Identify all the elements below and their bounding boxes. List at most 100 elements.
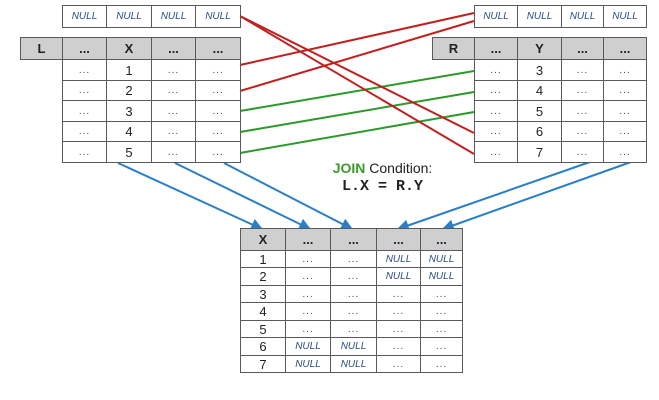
result-table-cell: ... xyxy=(330,267,377,286)
right-table-cell: 3 xyxy=(517,59,562,81)
result-table-cell: NULL xyxy=(420,267,463,286)
left-table-cell: 3 xyxy=(106,100,152,122)
right-header-cell: ... xyxy=(474,37,518,60)
left-table-cell: 2 xyxy=(106,80,152,101)
left-null-cell: NULL xyxy=(106,5,152,28)
left-table-cell: ... xyxy=(151,121,196,142)
result-table-cell: ... xyxy=(420,285,463,303)
result-header-cell: ... xyxy=(420,228,463,251)
projection-arrow xyxy=(174,162,312,230)
left-table-cell: 5 xyxy=(106,141,152,163)
result-table-cell: ... xyxy=(330,250,377,268)
result-table-cell: 7 xyxy=(240,355,286,373)
result-table-cell: 2 xyxy=(240,267,286,286)
result-table-cell: NULL xyxy=(285,355,331,373)
result-table-cell: ... xyxy=(376,337,421,356)
result-table-cell: ... xyxy=(376,302,421,321)
left-table-cell: ... xyxy=(195,100,241,122)
right-table-cell: ... xyxy=(603,59,647,81)
right-table-cell: ... xyxy=(603,121,647,142)
result-table-cell: ... xyxy=(376,320,421,338)
projection-arrow xyxy=(441,161,632,232)
right-table-cell: 6 xyxy=(517,121,562,142)
result-header-cell: ... xyxy=(285,228,331,251)
left-unmatched-link xyxy=(239,12,475,66)
result-table-cell: NULL xyxy=(376,267,421,286)
right-table-cell: ... xyxy=(603,100,647,122)
left-table-cell: ... xyxy=(195,121,241,142)
left-unmatched-link xyxy=(239,20,475,92)
right-header-cell: ... xyxy=(603,37,647,60)
result-table-cell: 3 xyxy=(240,285,286,303)
left-table-cell: ... xyxy=(195,59,241,81)
result-table-cell: ... xyxy=(420,355,463,373)
right-table-cell: ... xyxy=(561,59,604,81)
right-table-cell: 4 xyxy=(517,80,562,101)
projection-arrow xyxy=(117,162,264,230)
matched-link xyxy=(239,91,475,133)
right-table-cell: ... xyxy=(474,100,518,122)
right-table-cell: ... xyxy=(474,59,518,81)
right-table-cell: ... xyxy=(561,121,604,142)
left-table-cell: ... xyxy=(151,141,196,163)
left-table-cell: ... xyxy=(151,59,196,81)
left-null-cell: NULL xyxy=(195,5,241,28)
left-table-cell: 1 xyxy=(106,59,152,81)
result-table-cell: 6 xyxy=(240,337,286,356)
result-table-cell: ... xyxy=(285,285,331,303)
left-table-cell: ... xyxy=(62,59,107,81)
left-table-cell: ... xyxy=(195,141,241,163)
right-table-cell: ... xyxy=(561,100,604,122)
result-header-cell: ... xyxy=(330,228,377,251)
projection-arrow xyxy=(396,161,591,232)
right-header-cell: Y xyxy=(517,37,562,60)
result-table-cell: ... xyxy=(285,250,331,268)
join-condition-text: Condition: xyxy=(369,160,433,176)
result-table-cell: ... xyxy=(330,320,377,338)
result-header-cell: X xyxy=(240,228,286,251)
result-table-cell: 5 xyxy=(240,320,286,338)
left-header-cell: ... xyxy=(151,37,196,60)
left-table-cell: ... xyxy=(151,80,196,101)
left-null-cell: NULL xyxy=(151,5,196,28)
left-table-name: L xyxy=(20,37,63,60)
result-table-cell: ... xyxy=(330,302,377,321)
left-table-cell: ... xyxy=(151,100,196,122)
matched-link xyxy=(239,111,475,154)
left-header-cell: X xyxy=(106,37,152,60)
right-null-cell: NULL xyxy=(474,5,518,28)
result-table-cell: ... xyxy=(420,320,463,338)
right-unmatched-link xyxy=(239,15,475,155)
right-header-cell: ... xyxy=(561,37,604,60)
right-null-cell: NULL xyxy=(517,5,562,28)
join-condition-label: JOIN Condition: xyxy=(290,160,475,176)
matched-link xyxy=(239,70,475,112)
result-table-cell: ... xyxy=(420,302,463,321)
left-table-cell: ... xyxy=(62,100,107,122)
left-null-cell: NULL xyxy=(62,5,107,28)
result-table-cell: 1 xyxy=(240,250,286,268)
result-header-cell: ... xyxy=(376,228,421,251)
right-null-cell: NULL xyxy=(603,5,647,28)
left-table-cell: ... xyxy=(62,141,107,163)
left-header-cell: ... xyxy=(195,37,241,60)
result-table-cell: 4 xyxy=(240,302,286,321)
left-header-cell: ... xyxy=(62,37,107,60)
join-expression: L.X = R.Y xyxy=(341,178,423,195)
left-table-cell: ... xyxy=(195,80,241,101)
left-table-cell: ... xyxy=(62,121,107,142)
right-table-cell: 5 xyxy=(517,100,562,122)
right-table-cell: ... xyxy=(561,141,604,163)
right-table-cell: ... xyxy=(474,121,518,142)
right-table-cell: ... xyxy=(474,141,518,163)
result-table-cell: ... xyxy=(420,337,463,356)
projection-arrow xyxy=(223,162,354,230)
right-table-name: R xyxy=(432,37,475,60)
result-table-cell: NULL xyxy=(376,250,421,268)
result-table-cell: NULL xyxy=(285,337,331,356)
result-table-cell: ... xyxy=(285,302,331,321)
right-table-cell: ... xyxy=(603,80,647,101)
result-table-cell: ... xyxy=(285,267,331,286)
right-table-cell: ... xyxy=(561,80,604,101)
